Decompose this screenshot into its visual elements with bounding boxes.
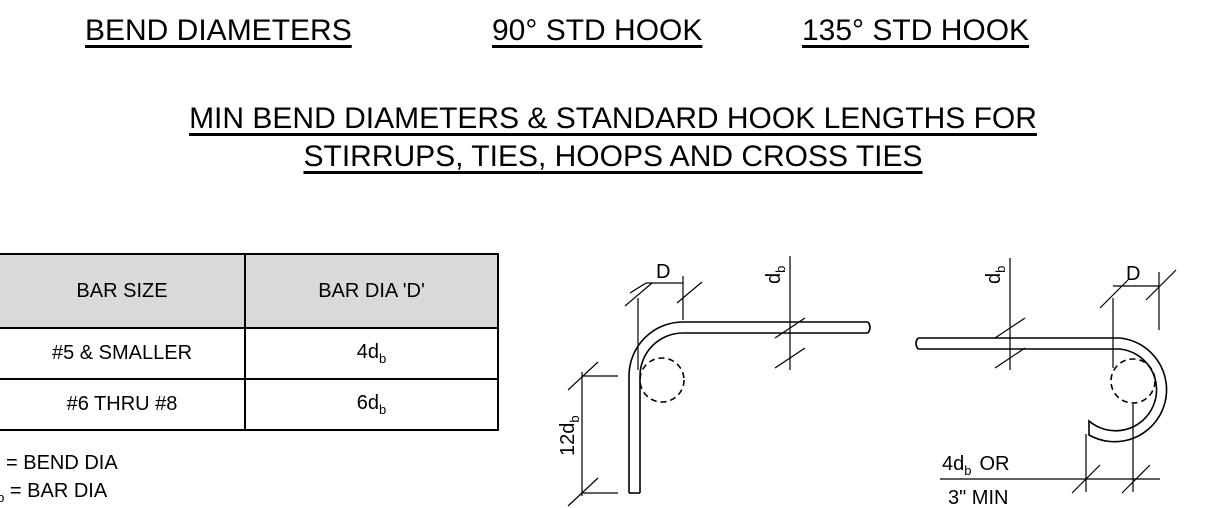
column-header-bar-dia: BAR DIA 'D'	[244, 253, 499, 329]
hook-135-db-label: db	[983, 266, 1008, 284]
table-header-row: BAR SIZE BAR DIA 'D'	[0, 253, 499, 329]
cell-bar-size: #6 THRU #8	[0, 378, 246, 431]
table-row: #6 THRU #8 6db	[0, 378, 499, 431]
hook-135-drawing	[915, 258, 1177, 494]
header-90-std-hook: 90° STD HOOK	[492, 14, 703, 47]
legend-bend-dia: D = BEND DIA	[0, 452, 118, 474]
hook-135-min-label: 3" MIN	[948, 487, 1008, 508]
cell-bar-dia: 4db	[244, 327, 499, 380]
hook-90-length-label: 12db	[557, 415, 582, 456]
title-line-2: STIRRUPS, TIES, HOOPS AND CROSS TIES	[303, 140, 923, 173]
page-title: MIN BEND DIAMETERS & STANDARD HOOK LENGT…	[0, 100, 1226, 176]
table-row: #5 & SMALLER 4db	[0, 327, 499, 380]
hook-90-db-label: db	[763, 266, 788, 284]
column-header-bar-size: BAR SIZE	[0, 253, 246, 329]
hook-90-drawing	[567, 256, 871, 507]
bend-diameter-table: BAR SIZE BAR DIA 'D' #5 & SMALLER 4db #6…	[0, 253, 499, 431]
cell-bar-size: #5 & SMALLER	[0, 327, 246, 380]
header-bend-diameters: BEND DIAMETERS	[85, 14, 352, 47]
cell-bar-dia: 6db	[244, 378, 499, 431]
hook-90-d-label: D	[656, 261, 670, 283]
legend-bar-dia: db = BAR DIA	[0, 480, 108, 505]
hook-135-d-label: D	[1126, 263, 1140, 285]
header-135-std-hook: 135° STD HOOK	[802, 14, 1030, 47]
title-line-1: MIN BEND DIAMETERS & STANDARD HOOK LENGT…	[189, 102, 1037, 135]
